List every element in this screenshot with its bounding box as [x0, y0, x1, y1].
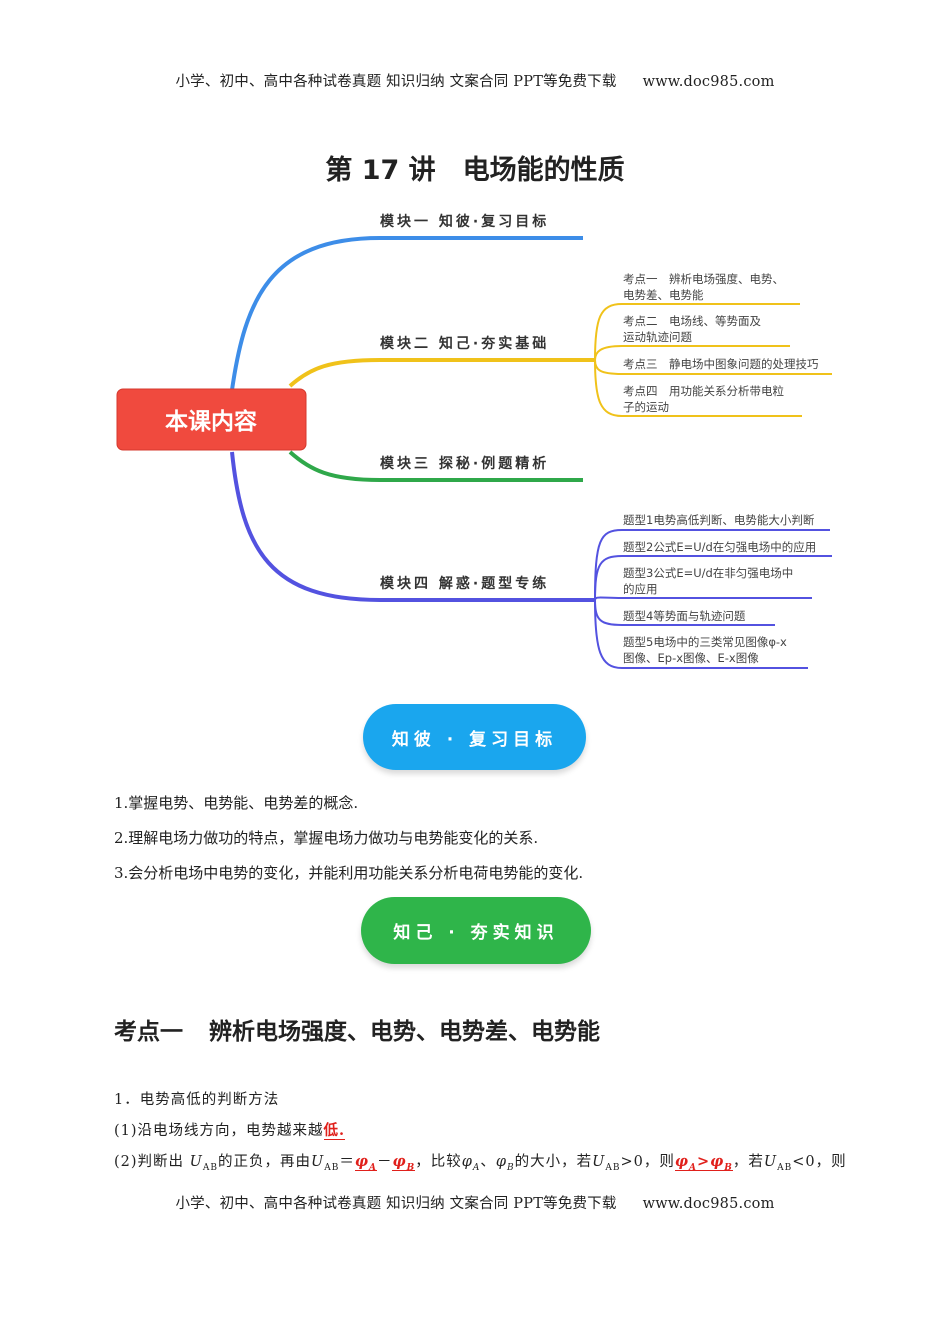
sub-branch-2-4 — [594, 359, 802, 417]
module2-item-2-line2: 运动轨迹问题 — [623, 330, 692, 344]
module4-item-4-line1: 题型4等势面与轨迹问题 — [623, 609, 746, 623]
answer-phi-a-2: φA — [674, 1153, 697, 1173]
module-2-label: 模块二 知己·夯实基础 — [380, 335, 549, 352]
section-heading: 考点一辨析电场强度、电势、电势差、电势能 — [114, 1012, 600, 1046]
module2-item-4-line2: 子的运动 — [623, 400, 669, 414]
paragraph-method-title: 1．电势高低的判断方法 — [114, 1092, 280, 1108]
module4-item-3-line2: 的应用 — [623, 582, 658, 596]
sub-branch-2-2 — [594, 345, 790, 361]
rule-1-text: (1)沿电场线方向，电势越来越 — [114, 1123, 324, 1139]
footer-text: 小学、初中、高中各种试卷真题 知识归纳 文案合同 PPT等免费下载 — [175, 1196, 617, 1212]
var-u: U — [189, 1154, 203, 1170]
module2-item-3-line1: 考点三 静电场中图象问题的处理技巧 — [623, 357, 819, 371]
module4-item-1-line1: 题型1电势高低判断、电势能大小判断 — [623, 513, 815, 527]
knowledge-pill: 知己 · 夯实知识 — [361, 897, 591, 964]
root-node — [116, 388, 307, 451]
branch-module-4 — [230, 451, 595, 602]
module2-item-2-line1: 考点二 电场线、等势面及 — [623, 314, 761, 328]
paragraph-rule-1: (1)沿电场线方向，电势越来越低. — [114, 1119, 346, 1140]
var-phi-a: φA — [461, 1154, 481, 1173]
var-u: U — [763, 1154, 778, 1170]
module4-item-5-line1: 题型5电场中的三类常见图像φ-x — [623, 635, 787, 649]
var-phi-b: φB — [495, 1154, 515, 1173]
equals-sign: ＝ — [339, 1154, 355, 1170]
var-u: U — [311, 1154, 325, 1170]
module-4-label: 模块四 解惑·题型专练 — [380, 575, 549, 592]
rule-2-text-gt0: >0，则 — [620, 1154, 675, 1170]
module4-item-2-line1: 题型2公式E=U/d在匀强电场中的应用 — [623, 540, 816, 554]
answer-phi-a: φA — [354, 1153, 377, 1173]
footer-site[interactable]: www.doc985.com — [642, 1196, 775, 1212]
goal-1: 1.掌握电势、电势能、电势差的概念. — [114, 794, 359, 812]
sub-branch-2-1 — [594, 303, 800, 361]
page-title: 第 17 讲 电场能的性质 — [325, 155, 625, 186]
paragraph-rule-2: (2)判断出 UAB的正负，再由UAB＝φA－φB，比较φA、φB的大小，若UA… — [114, 1150, 847, 1173]
goal-2: 2.理解电场力做功的特点，掌握电场力做功与电势能变化的关系. — [114, 829, 539, 847]
rule-2-text-lt0: <0，则 — [792, 1154, 847, 1170]
sub-ab: AB — [324, 1162, 340, 1173]
answer-gt: > — [697, 1153, 711, 1171]
page-footer: 小学、初中、高中各种试卷真题 知识归纳 文案合同 PPT等免费下载 www.doc… — [0, 1192, 950, 1213]
minus-sign: － — [376, 1154, 393, 1170]
section-title: 辨析电场强度、电势、电势差、电势能 — [209, 1019, 600, 1045]
sub-branch-4-3 — [594, 596, 812, 601]
var-u: U — [592, 1154, 606, 1170]
mind-map: 本课内容 模块一 知彼·复习目标 模块二 知己·夯实基础 模块三 探秘·例题精析… — [116, 213, 832, 669]
review-goals-pill: 知彼 · 复习目标 — [363, 704, 586, 770]
rule-2-text-e: ，若 — [732, 1154, 764, 1170]
module4-item-3-line1: 题型3公式E=U/d在非匀强电场中 — [623, 566, 793, 580]
separator: 、 — [480, 1154, 496, 1170]
module-3-label: 模块三 探秘·例题精析 — [380, 455, 549, 472]
branch-module-2 — [288, 358, 595, 388]
sub-ab: AB — [605, 1162, 621, 1173]
module4-item-5-line2: 图像、Ep-x图像、E-x图像 — [623, 651, 759, 665]
rule-1-answer: 低. — [323, 1122, 346, 1140]
goal-3: 3.会分析电场中电势的变化，并能利用功能关系分析电荷电势能的变化. — [114, 864, 584, 882]
branch-module-1 — [230, 236, 583, 391]
sub-branch-4-5 — [594, 599, 808, 669]
module2-item-4-line1: 考点四 用功能关系分析带电粒 — [623, 384, 784, 398]
module-1-label: 模块一 知彼·复习目标 — [380, 213, 549, 230]
answer-phi-b: φB — [392, 1153, 416, 1173]
rule-2-text-a: (2)判断出 — [114, 1154, 185, 1170]
module2-item-1-line2: 电势差、电势能 — [623, 288, 704, 302]
rule-2-text-d: 的大小，若 — [514, 1154, 593, 1170]
branch-module-3 — [288, 450, 583, 482]
header-site[interactable]: www.doc985.com — [642, 74, 775, 90]
section-label: 考点一 — [114, 1019, 183, 1045]
module2-item-1-line1: 考点一 辨析电场强度、电势、 — [623, 272, 784, 286]
root-label: 本课内容 — [165, 408, 257, 435]
page-header: 小学、初中、高中各种试卷真题 知识归纳 文案合同 PPT等免费下载 www.doc… — [0, 70, 950, 91]
rule-2-text-b: 的正负，再由 — [218, 1154, 312, 1170]
answer-phi-b-2: φB — [710, 1153, 733, 1173]
sub-ab: AB — [777, 1162, 793, 1173]
sub-ab: AB — [202, 1162, 219, 1173]
rule-2-text-c: ，比较 — [415, 1154, 462, 1170]
header-text: 小学、初中、高中各种试卷真题 知识归纳 文案合同 PPT等免费下载 — [175, 74, 617, 90]
sub-branch-4-2 — [594, 555, 832, 601]
